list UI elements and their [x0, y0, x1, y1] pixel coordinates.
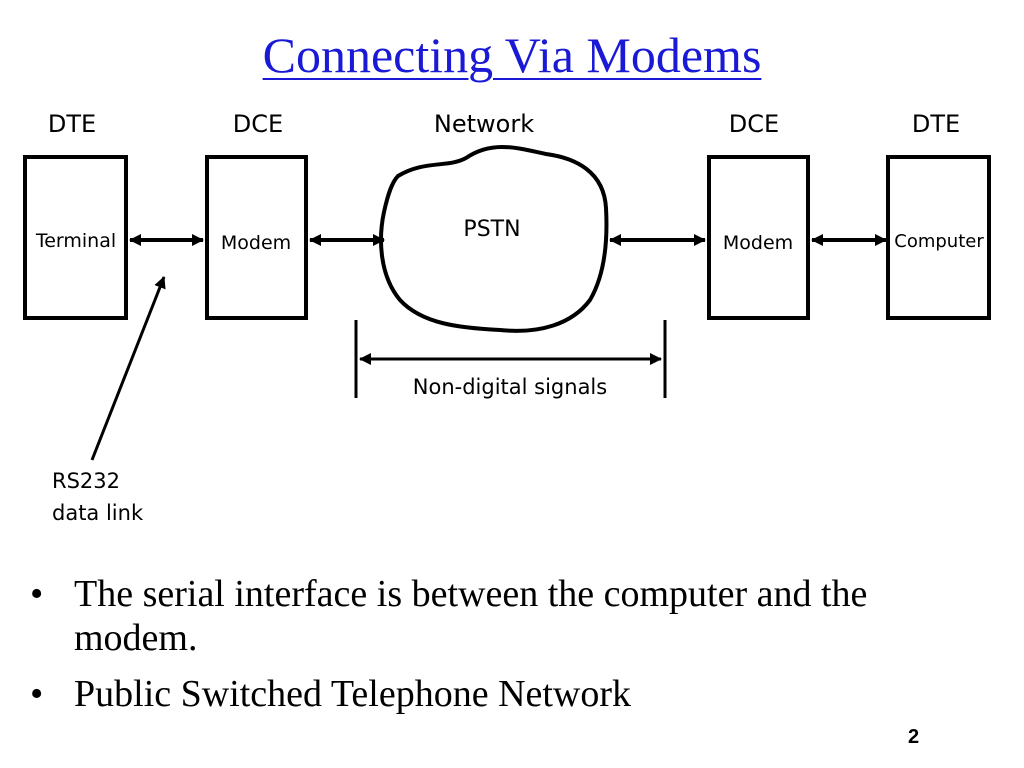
rs232-label-line2: data link — [52, 501, 144, 525]
label-dce-right: DCE — [729, 110, 779, 138]
page-number: 2 — [908, 726, 920, 748]
pstn-label: PSTN — [463, 217, 520, 242]
label-dce-left: DCE — [233, 110, 283, 138]
modem-left-label: Modem — [221, 232, 291, 254]
bullet-item: • Public Switched Telephone Network — [30, 672, 990, 716]
label-network: Network — [434, 110, 534, 138]
computer-box — [886, 155, 991, 320]
bullet-dot: • — [30, 573, 44, 615]
non-digital-signals-label: Non-digital signals — [413, 375, 607, 399]
rs232-pointer-arrow — [90, 276, 166, 461]
label-dte-right: DTE — [912, 110, 960, 138]
rs232-label-line1: RS232 — [52, 469, 120, 493]
bullet-dot: • — [30, 673, 44, 715]
pstn-cloud — [379, 145, 609, 333]
slide-title: Connecting Via Modems — [262, 27, 762, 83]
bullet-text: Public Switched Telephone Network — [74, 673, 632, 715]
bullet-item: • The serial interface is between the co… — [30, 572, 990, 660]
label-dte-left: DTE — [48, 110, 96, 138]
modem-right-label: Modem — [723, 232, 793, 254]
bullet-text: The serial interface is between the comp… — [74, 573, 868, 659]
computer-label: Computer — [894, 231, 984, 252]
modem-right-box — [707, 155, 810, 320]
terminal-label: Terminal — [35, 230, 116, 252]
terminal-box — [23, 155, 128, 320]
modem-left-box — [205, 155, 308, 320]
bullet-list: • The serial interface is between the co… — [30, 572, 990, 728]
